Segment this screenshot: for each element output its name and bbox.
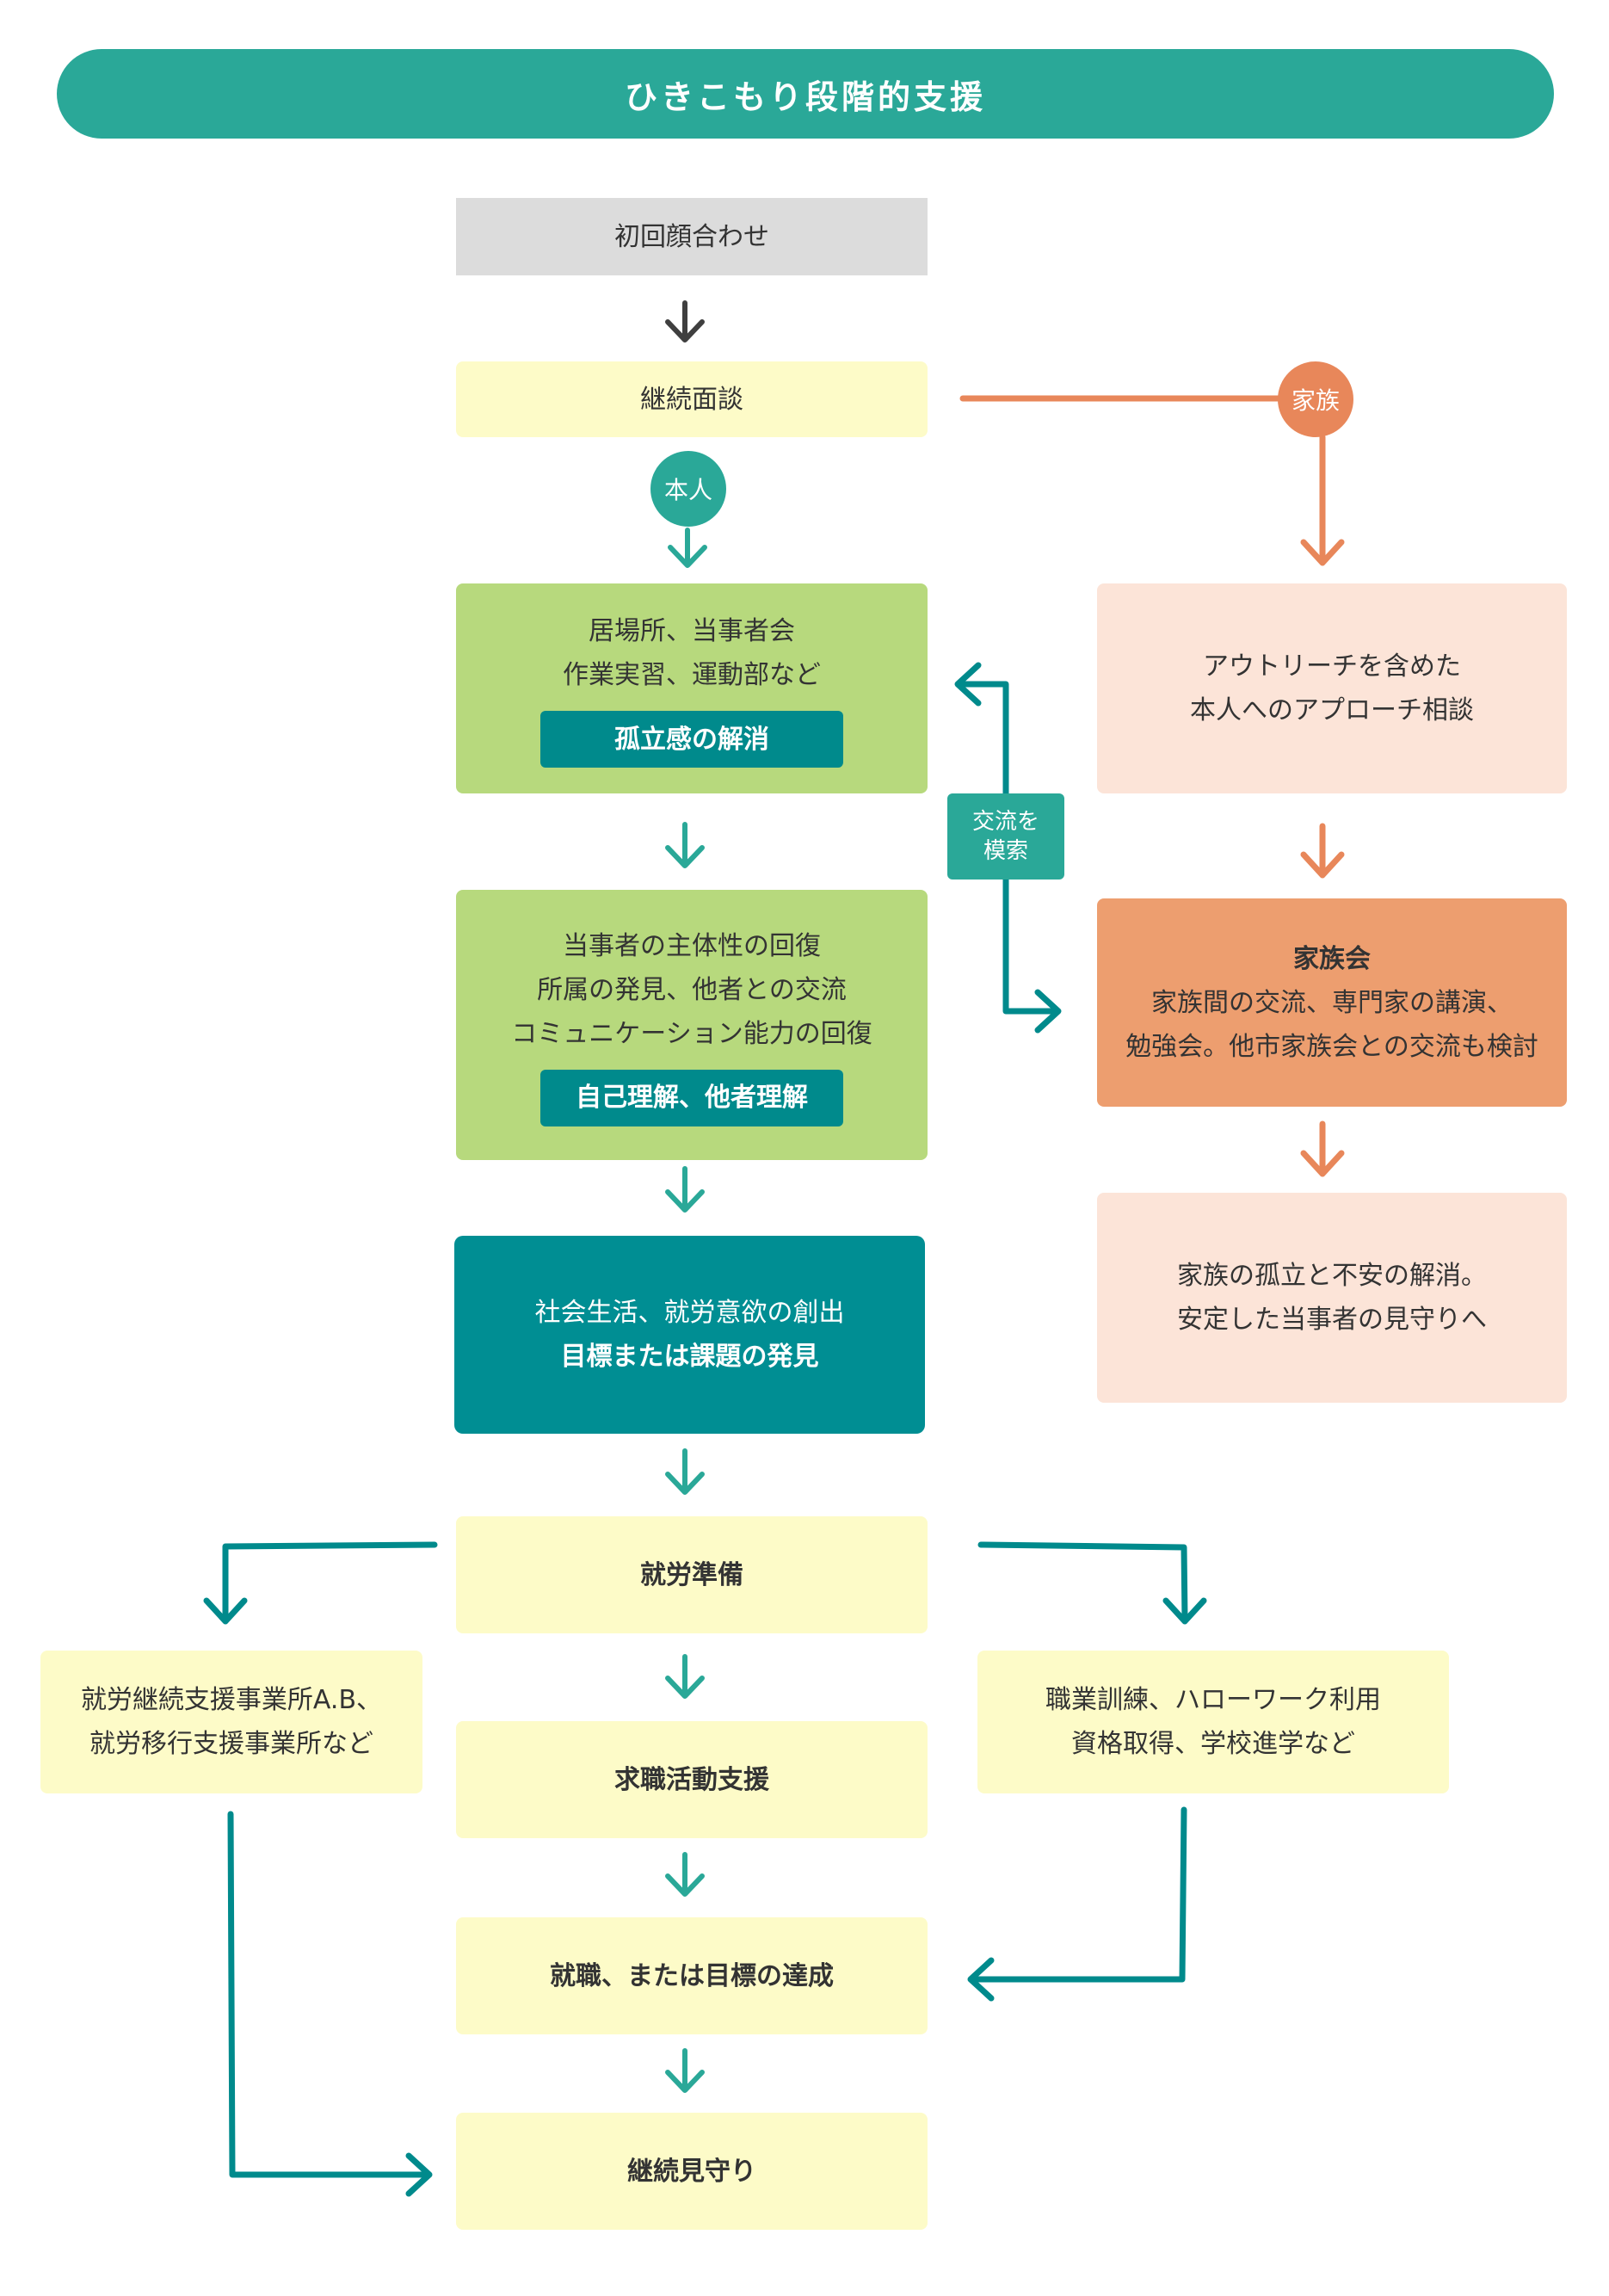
person-badge-label: 本人 (663, 476, 712, 504)
node-employment: 就職、または目標の達成 (456, 1917, 928, 2034)
node-continued-watch-label: 継続見守り (627, 2156, 756, 2187)
family-result-line-1: 家族の孤立と不安の解消。 (1177, 1261, 1487, 1291)
family-meeting-line-1: 家族間の交流、専門家の講演、 (1151, 987, 1513, 1018)
node-continued-watch: 継続見守り (456, 2113, 928, 2230)
family-result-line-2: 安定した当事者の見守りへ (1177, 1305, 1487, 1335)
right-branch-line-1: 職業訓練、ハローワーク利用 (1045, 1685, 1381, 1715)
arrow-step3-to-jobprep (665, 1448, 705, 1495)
exchange-tag-line-2: 模索 (983, 838, 1028, 864)
branch-left (203, 1541, 438, 1625)
node-employment-label: 就職、または目標の達成 (550, 1960, 834, 1991)
arrow-step1-to-step2 (665, 822, 705, 868)
family-meeting-line-2: 勉強会。他市家族会との交流も検討 (1125, 1031, 1538, 1062)
left-branch-line-1: 就労継続支援事業所A.B、 (80, 1685, 383, 1715)
page-title: ひきこもり段階的支援 (57, 49, 1554, 139)
person-badge: 本人 (650, 451, 726, 527)
arrow-employment-to-watch (665, 2048, 705, 2093)
node-step3: 社会生活、就労意欲の創出 目標または課題の発見 (454, 1236, 925, 1434)
node-outreach: アウトリーチを含めた 本人へのアプローチ相談 (1097, 583, 1567, 793)
arrow-search-to-employment (665, 1852, 705, 1897)
node-family-meeting: 家族会 家族間の交流、専門家の講演、 勉強会。他市家族会との交流も検討 (1097, 898, 1567, 1107)
node-right-branch: 職業訓練、ハローワーク利用 資格取得、学校進学など (977, 1651, 1449, 1793)
arrow-person-to-step1 (668, 528, 707, 568)
arrow-jobprep-to-search (665, 1654, 705, 1699)
step2-line-2: 所属の発見、他者との交流 (537, 974, 847, 1005)
right-branch-line-2: 資格取得、学校進学など (1071, 1729, 1355, 1759)
node-job-prep-label: 就労準備 (640, 1559, 743, 1590)
exchange-connector (954, 662, 1062, 1034)
step2-line-1: 当事者の主体性の回復 (563, 930, 821, 961)
family-line (959, 395, 1345, 566)
node-first-meeting-label: 初回顔合わせ (614, 221, 769, 252)
family-badge-label: 家族 (1291, 386, 1340, 415)
node-job-search-label: 求職活動支援 (614, 1764, 769, 1795)
arrow-first-to-continued (665, 300, 705, 343)
branch-right-return (967, 1806, 1187, 2002)
outreach-line-2: 本人へのアプローチ相談 (1190, 695, 1474, 725)
step1-line-1: 居場所、当事者会 (589, 616, 795, 646)
arrow-outreach-to-family-meeting (1300, 823, 1345, 879)
node-continued-interview-label: 継続面談 (640, 384, 743, 415)
step3-line-1: 社会生活、就労意欲の創出 (534, 1298, 845, 1328)
exchange-tag-line-1: 交流を (971, 809, 1039, 835)
node-step1: 居場所、当事者会 作業実習、運動部など 孤立感の解消 (456, 583, 928, 793)
step3-emphasis: 目標または課題の発見 (560, 1342, 819, 1372)
node-first-meeting: 初回顔合わせ (456, 198, 928, 275)
exchange-tag: 交流を 模索 (947, 793, 1064, 880)
step2-line-3: コミュニケーション能力の回復 (511, 1018, 872, 1049)
node-family-result: 家族の孤立と不安の解消。 安定した当事者の見守りへ (1097, 1193, 1567, 1403)
branch-right (977, 1541, 1207, 1625)
node-job-prep: 就労準備 (456, 1516, 928, 1633)
step2-badge: 自己理解、他者理解 (540, 1069, 843, 1126)
arrow-step2-to-step3 (665, 1166, 705, 1213)
branch-left-return (227, 1811, 433, 2197)
step1-badge: 孤立感の解消 (540, 711, 843, 768)
family-badge: 家族 (1278, 361, 1353, 437)
left-branch-line-2: 就労移行支援事業所など (89, 1729, 373, 1759)
step1-line-2: 作業実習、運動部など (563, 660, 821, 690)
node-left-branch: 就労継続支援事業所A.B、 就労移行支援事業所など (40, 1651, 422, 1793)
outreach-line-1: アウトリーチを含めた (1203, 651, 1461, 682)
node-step2: 当事者の主体性の回復 所属の発見、他者との交流 コミュニケーション能力の回復 自… (456, 890, 928, 1160)
family-meeting-title: 家族会 (1293, 943, 1371, 974)
node-continued-interview: 継続面談 (456, 361, 928, 437)
arrow-family-meeting-to-result (1300, 1120, 1345, 1177)
node-job-search: 求職活動支援 (456, 1721, 928, 1838)
